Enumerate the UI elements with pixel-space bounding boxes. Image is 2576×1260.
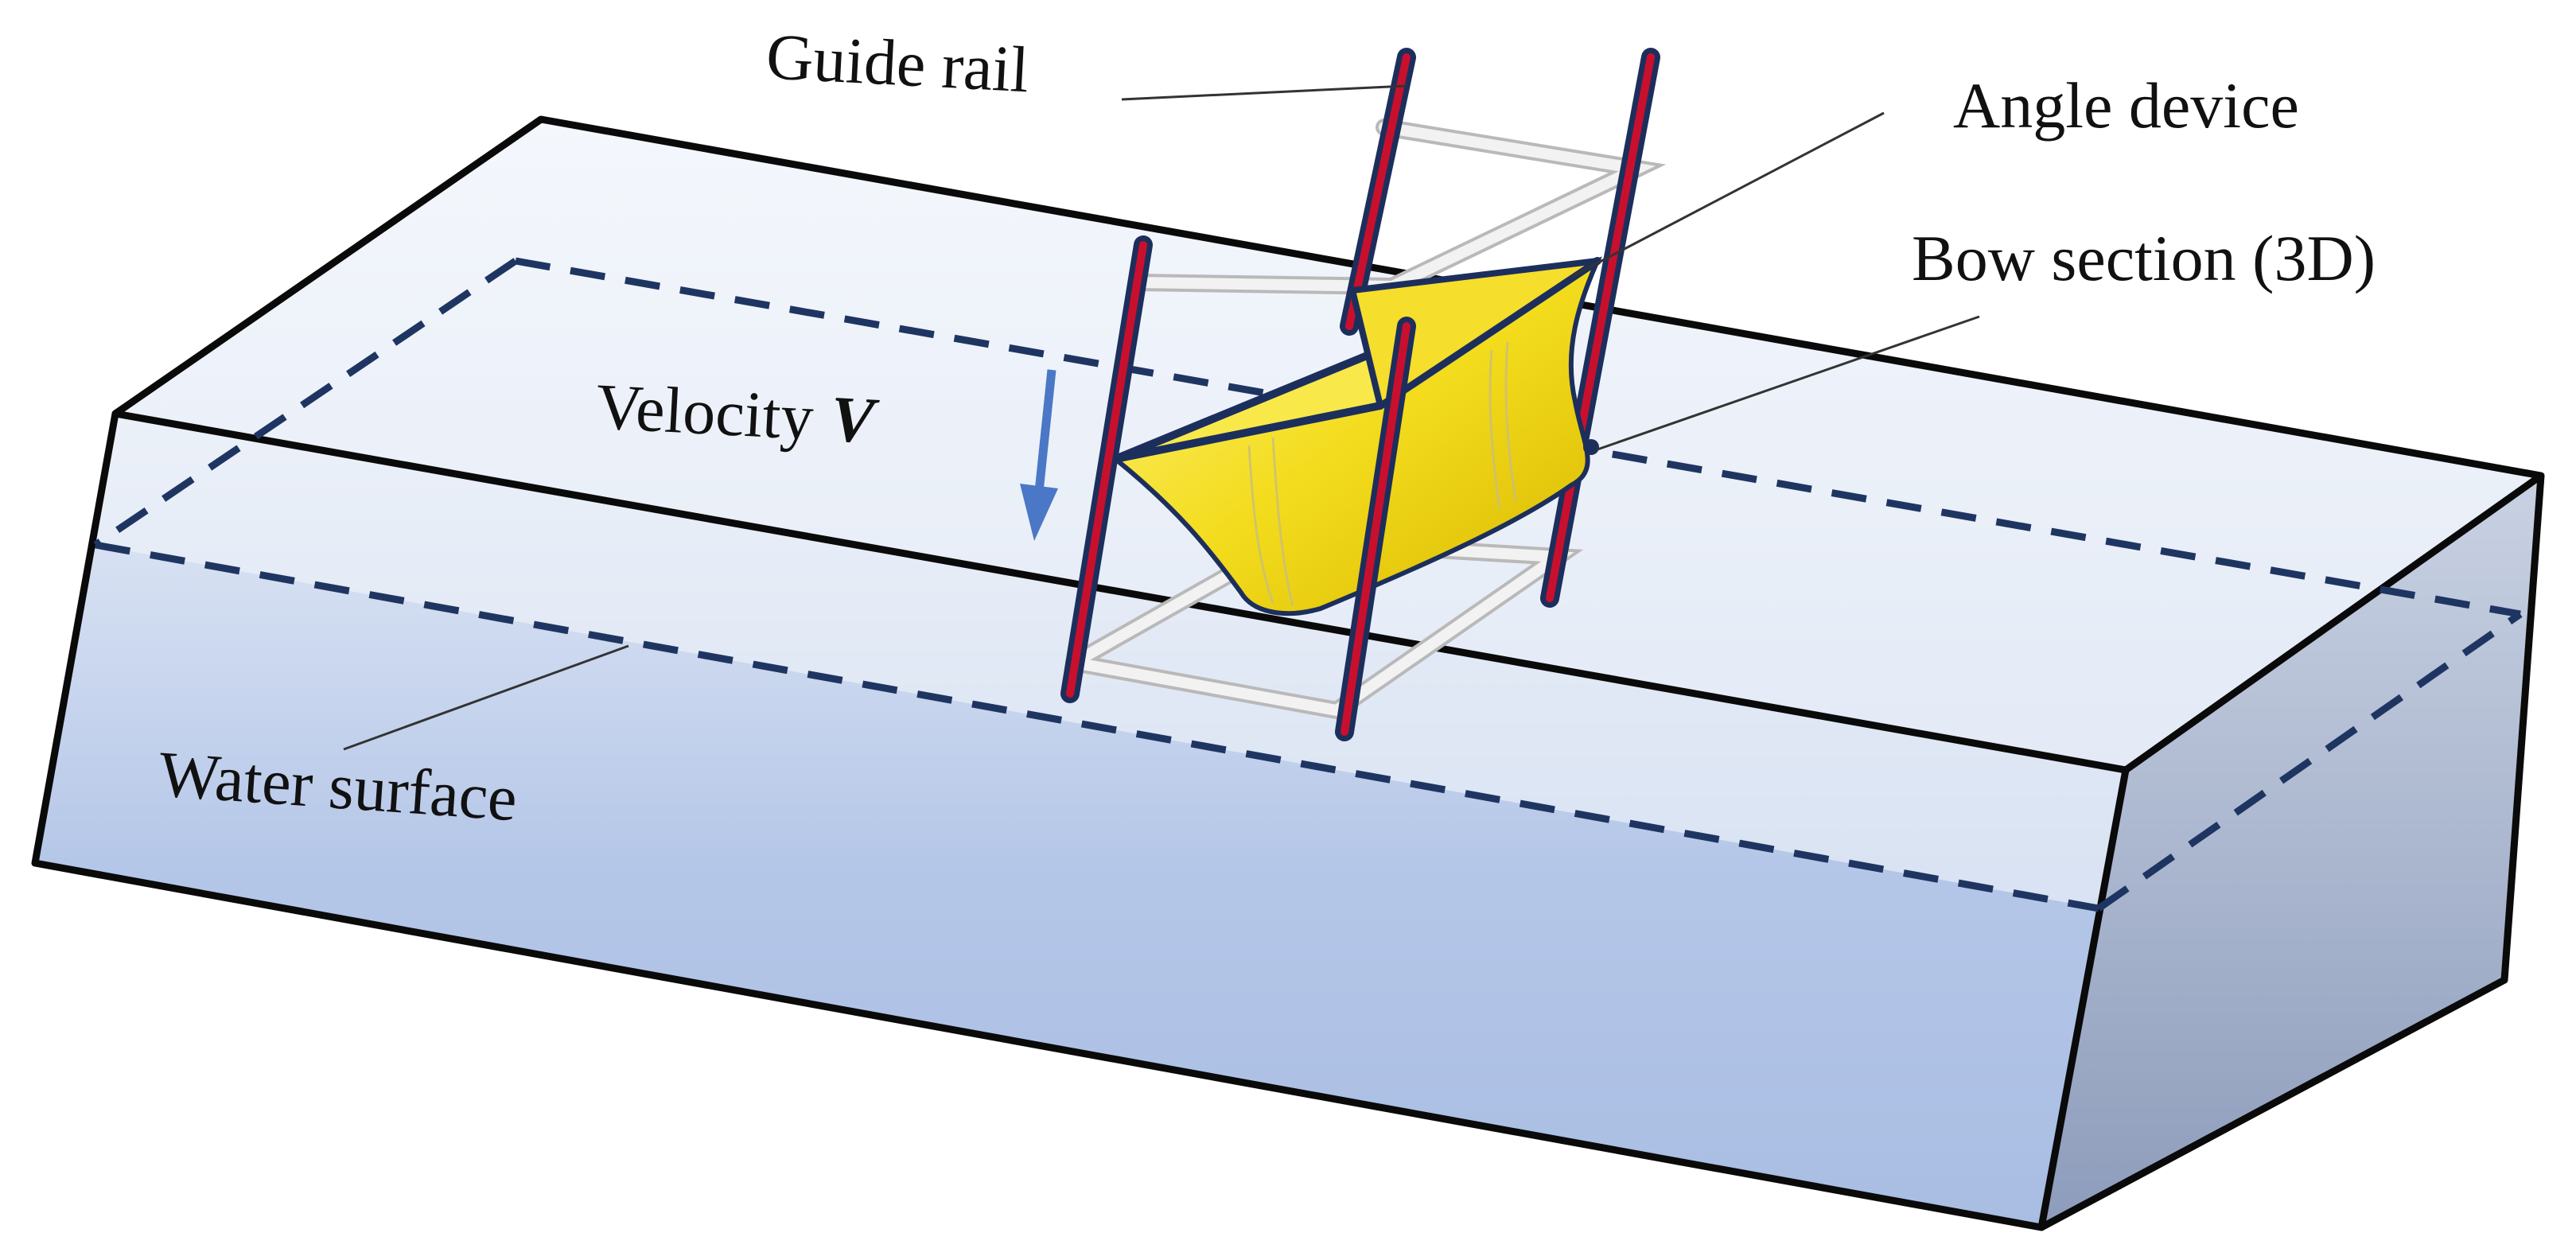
- leader-angle-device: [1570, 111, 1885, 278]
- guide-rail-back-right: [1540, 48, 1660, 608]
- bow-section-label: Bow section (3D): [1912, 222, 2376, 294]
- bow-section-body: [1111, 256, 1602, 616]
- leader-guide-rail: [1121, 84, 1407, 101]
- drop-apparatus: [1060, 48, 1667, 741]
- bow-section: [1111, 256, 1602, 616]
- velocity-arrow: [1020, 369, 1058, 541]
- leader-lines: [343, 84, 1980, 751]
- velocity-symbol: V: [829, 383, 881, 457]
- water-surface-front-edge: [95, 541, 2099, 912]
- guide-rail-back-left: [1340, 48, 1416, 336]
- velocity-label-text: Velocity: [594, 370, 815, 453]
- bow-connector: [1583, 439, 1599, 455]
- angle-device-label: Angle device: [1953, 69, 2299, 142]
- water-surface-right-edge: [2096, 611, 2523, 912]
- tank-outline-side: [2039, 475, 2545, 1231]
- bow-section-deck-upper: [1349, 258, 1601, 409]
- leader-bow-section: [1597, 315, 1980, 451]
- labels: Guide rail Angle device Bow section (3D)…: [157, 20, 2376, 834]
- water-surface-left-edge: [93, 258, 518, 548]
- guide-rail-label: Guide rail: [765, 20, 1030, 106]
- frame-top: [1129, 119, 1667, 296]
- guide-rail-front-left: [1060, 235, 1153, 703]
- leader-water-surface: [343, 644, 629, 751]
- guide-rail-front-right: [1335, 317, 1416, 741]
- tank-outline-front: [31, 413, 2130, 1231]
- tank-side-face: [2041, 476, 2541, 1227]
